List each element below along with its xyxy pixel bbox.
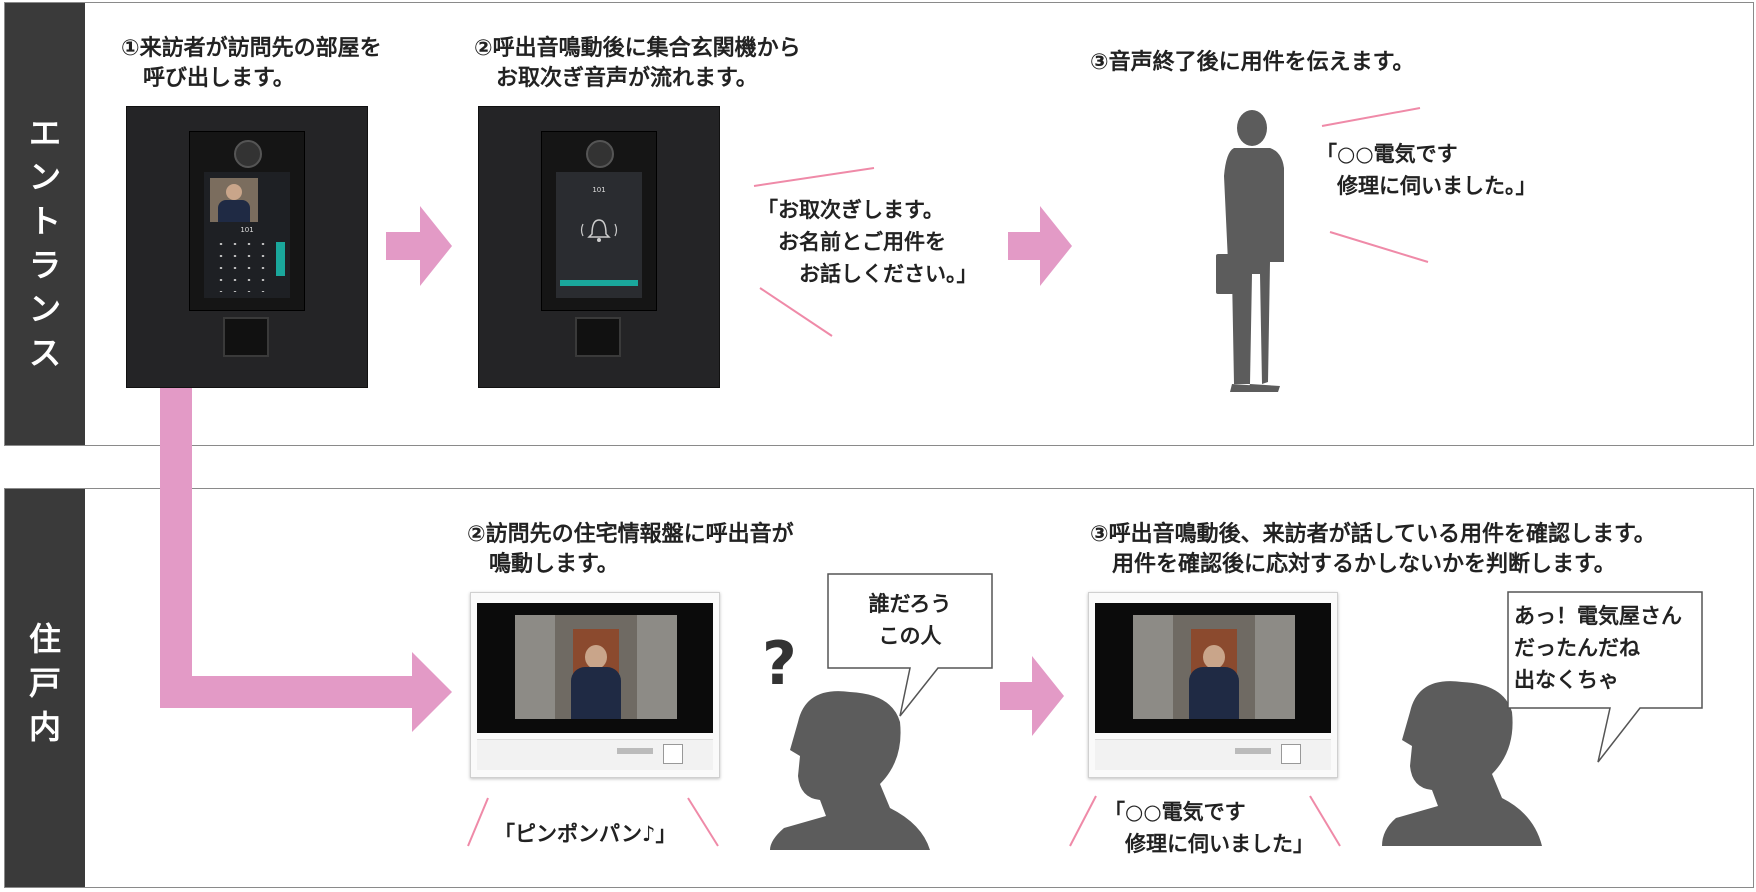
panel-room-number-2: 101	[592, 186, 606, 194]
panel-face: 101	[541, 131, 657, 311]
camera-icon	[586, 140, 614, 168]
entrance-panel-calling: 101	[126, 106, 368, 388]
monitor-control-strip	[477, 739, 713, 770]
monitor-video	[515, 615, 677, 719]
monitor-control-strip	[1095, 739, 1331, 770]
visitor-thumbnail	[210, 178, 258, 222]
woman-silhouette-icon	[770, 691, 930, 850]
camera-icon	[234, 140, 262, 168]
flow-arrow-2	[1008, 206, 1072, 286]
residence-label: 住 戸 内	[28, 620, 61, 746]
question-mark-icon: ?	[762, 629, 797, 699]
home-monitor-confirm	[1088, 592, 1338, 778]
intercom-voice-quote: 「お取次ぎします。 お名前とご用件を お話しください。」	[757, 198, 978, 286]
chime-line	[687, 797, 719, 847]
monitor-voice-line	[1309, 795, 1341, 847]
entrance-step1-text: ①来訪者が訪問先の部屋を 呼び出します。	[121, 36, 382, 91]
panel-room-number: 101	[240, 226, 254, 234]
panel-status-bar	[560, 280, 638, 286]
connector-arrow	[160, 388, 452, 732]
voice-line	[1329, 231, 1429, 263]
card-reader	[223, 317, 269, 357]
bubble1-text: 誰だろう この人	[868, 592, 952, 648]
flow-arrow-1	[386, 206, 452, 286]
speech-bubble-1	[827, 573, 993, 717]
entrance-panel-announcing: 101	[478, 106, 720, 388]
card-reader	[575, 317, 621, 357]
flow-arrow-3	[1000, 656, 1064, 736]
monitor-screen	[477, 603, 713, 733]
keypad	[214, 238, 272, 292]
residence-step2-text: ②訪問先の住宅情報盤に呼出音が 鳴動します。	[467, 522, 794, 577]
panel-face: 101	[189, 131, 305, 311]
entrance-step2-text: ②呼出音鳴動後に集合玄関機から お取次ぎ音声が流れます。	[474, 36, 801, 91]
keypad-call-key	[276, 242, 285, 276]
chime-line	[467, 797, 489, 847]
woman-silhouette-icon	[1382, 681, 1542, 846]
entrance-sidebar: エ ン ト ラ ン ス	[5, 3, 85, 445]
residence-step3-text: ③呼出音鳴動後、来訪者が話している用件を確認します。 用件を確認後に応対するかし…	[1090, 522, 1656, 577]
monitor-video	[1133, 615, 1295, 719]
visitor-quote: 「○○電気です 修理に伺いました。」	[1316, 142, 1537, 198]
voice-line	[1321, 107, 1421, 127]
entrance-step3-text: ③音声終了後に用件を伝えます。	[1090, 50, 1415, 75]
monitor-screen	[1095, 603, 1331, 733]
speech-bubble-2	[1507, 591, 1703, 763]
chime-quote: 「ピンポンパン♪」	[494, 822, 677, 846]
person-silhouette-icon	[1216, 110, 1284, 392]
voice-line	[753, 167, 875, 187]
monitor-voice-quote: 「○○電気です 修理に伺いました」	[1104, 800, 1314, 856]
panel-screen-calling: 101	[204, 172, 290, 298]
panel-screen-announcing: 101	[556, 172, 642, 298]
bubble2-text: あっ！電気屋さん だったんだね 出なくちゃ	[1514, 604, 1682, 692]
residence-sidebar: 住 戸 内	[5, 489, 85, 887]
entrance-label: エ ン ト ラ ン ス	[28, 114, 61, 372]
bell-icon	[580, 219, 618, 242]
monitor-voice-line	[1069, 795, 1097, 847]
voice-line	[759, 287, 833, 337]
home-monitor-ringing	[470, 592, 720, 778]
